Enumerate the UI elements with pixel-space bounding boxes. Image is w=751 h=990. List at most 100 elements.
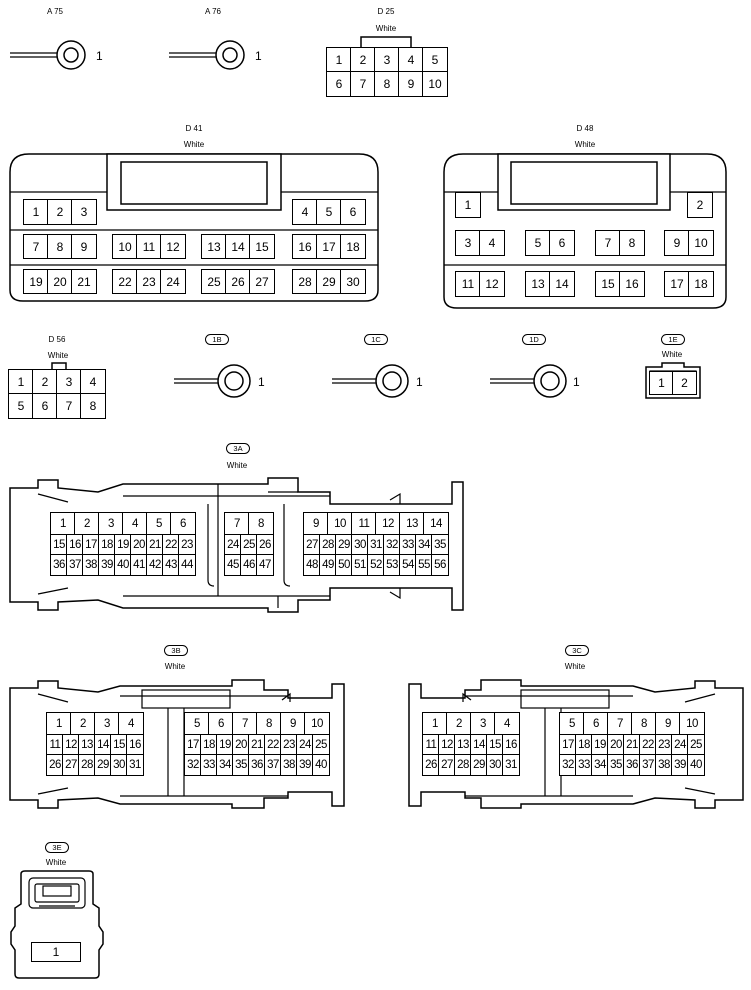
pin-cell: 20 [232,734,250,756]
connector-a76-label: A 76 [204,7,221,16]
pin-cell: 38 [280,754,298,776]
pin-cell: 30 [486,754,504,776]
pin-cell: 10 [304,712,330,736]
connector-3e-color: White [45,858,67,867]
pin-cell: 9 [655,712,681,736]
pin-cell: 31 [367,534,385,556]
pin-cell: 14 [225,234,251,259]
pin-cell: 36 [623,754,641,776]
pin-cell: 10 [112,234,138,259]
pin-cell: 16 [292,234,318,259]
pin-cell: 16 [126,734,144,756]
connector-d25-label: D 25 [377,7,395,16]
pin-cell: 4 [292,199,318,225]
pin-cell: 13 [201,234,227,259]
pin-cell: 35 [232,754,250,776]
pin-cell: 2 [350,47,376,73]
ring-terminal-a76-icon [169,40,245,70]
pin-cell: 22 [639,734,657,756]
pin-cell: 9 [398,71,424,97]
connector-a75-label: A 75 [46,7,63,16]
pin-cell: 1 [50,512,76,536]
pin-cell: 20 [47,269,73,294]
pin-cell: 12 [62,734,80,756]
pin-cell: 9 [664,230,690,256]
pin-cell: 7 [595,230,621,256]
pin-cell: 22 [112,269,138,294]
pin-cell: 29 [335,534,353,556]
pin-cell: 10 [422,71,448,97]
pin-cell: 3 [374,47,400,73]
pin-cell: 12 [160,234,186,259]
pin-cell: 3 [455,230,481,256]
tag-3c: 3C [565,645,589,656]
pin-cell: 21 [71,269,97,294]
pin-cell: 10 [688,230,714,256]
pin-cell: 27 [62,754,80,776]
pin-cell: 22 [162,534,180,556]
pin-cell: 9 [71,234,97,259]
connector-d25-color: White [375,24,397,33]
pin-cell: 3 [98,512,124,536]
pin-cell: 6 [170,512,196,536]
pin-cell: 47 [256,554,274,576]
pin-cell: 11 [455,271,481,297]
pin-cell: 13 [399,512,425,536]
pin-cell: 18 [340,234,366,259]
pin-cell: 14 [423,512,449,536]
pin-cell: 16 [619,271,645,297]
pin-cell: 37 [66,554,84,576]
connector-d41-color: White [183,140,205,149]
pin-cell: 14 [549,271,575,297]
connector-1e-color: White [661,350,683,359]
tag-1e: 1E [661,334,685,345]
pin-cell: 40 [687,754,705,776]
pin-cell: 19 [23,269,49,294]
pin-cell: 23 [280,734,298,756]
ring-terminal-a75-icon [10,40,86,70]
1d-pin: 1 [573,375,580,389]
pin-cell: 13 [78,734,96,756]
connector-3a-color: White [226,461,248,470]
pin-cell: 28 [78,754,96,776]
pin-cell: 12 [375,512,401,536]
pin-cell: 53 [383,554,401,576]
pin-cell: 22 [264,734,282,756]
pin-cell: 4 [118,712,144,736]
ring-terminal-1b-icon [174,364,251,398]
pin-cell: 17 [184,734,202,756]
pin-cell: 6 [583,712,609,736]
pin-cell: 11 [351,512,377,536]
pin-cell: 4 [494,712,520,736]
pin-cell: 8 [374,71,400,97]
ring-terminal-1d-icon [490,364,567,398]
pin-cell: 15 [110,734,128,756]
pin-cell: 33 [200,754,218,776]
pin-cell: 14 [470,734,488,756]
pin-cell: 4 [80,369,106,395]
pin-cell: 37 [639,754,657,776]
tag-1b: 1B [205,334,229,345]
tag-3a: 3A [226,443,250,454]
pin-cell: 51 [351,554,369,576]
pin-cell: 17 [316,234,342,259]
pin-cell: 17 [664,271,690,297]
pin-cell: 25 [240,534,258,556]
pin-cell: 4 [122,512,148,536]
pin-cell: 8 [619,230,645,256]
pin-cell: 55 [415,554,433,576]
pin-cell: 23 [655,734,673,756]
pin-cell: 19 [114,534,132,556]
